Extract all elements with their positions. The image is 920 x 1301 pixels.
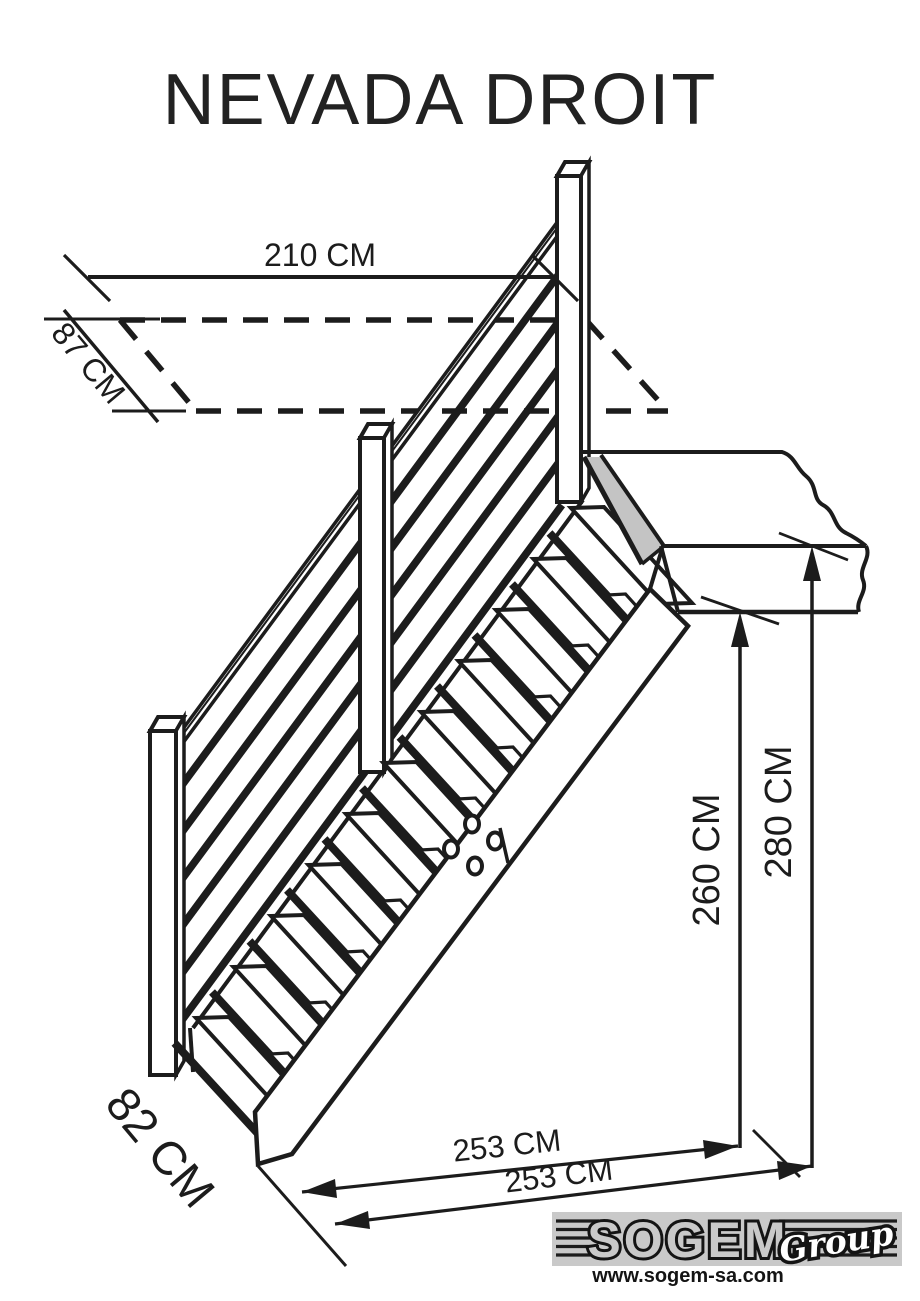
logo-left-stripes xyxy=(556,1219,599,1257)
logo-brand-outline: SOGEM xyxy=(587,1212,788,1268)
dim-label-260: 260 CM xyxy=(686,793,728,926)
newel-post-bottom xyxy=(146,710,188,1082)
dim-label-87: 87 CM xyxy=(44,315,132,410)
dimension-210: 210 CM xyxy=(62,237,580,303)
sogem-logo: SOGEM SOGEM Group Group www.sogem-sa.com xyxy=(552,1209,902,1287)
dimension-253-lower: 253 CM xyxy=(334,1152,813,1229)
page-title: NEVADA DROIT xyxy=(163,60,718,140)
dimension-280: 280 CM xyxy=(758,531,849,1168)
dim-label-210: 210 CM xyxy=(264,237,376,273)
newel-post-top xyxy=(553,155,593,509)
dim-label-280: 280 CM xyxy=(758,745,800,878)
logo-right-stripes xyxy=(779,1219,897,1257)
dimension-87: 87 CM xyxy=(44,308,186,424)
near-stringer xyxy=(252,548,691,1167)
logo-website: www.sogem-sa.com xyxy=(591,1265,784,1287)
stringer-screws xyxy=(442,813,504,877)
upper-floor-slab xyxy=(581,450,870,615)
newel-post-middle xyxy=(356,417,396,779)
shaded-trimmer-face xyxy=(584,457,664,564)
dim-label-82: 82 CM xyxy=(96,1077,226,1217)
logo-brand: SOGEM xyxy=(587,1212,788,1268)
dimension-260: 260 CM xyxy=(686,595,780,1148)
